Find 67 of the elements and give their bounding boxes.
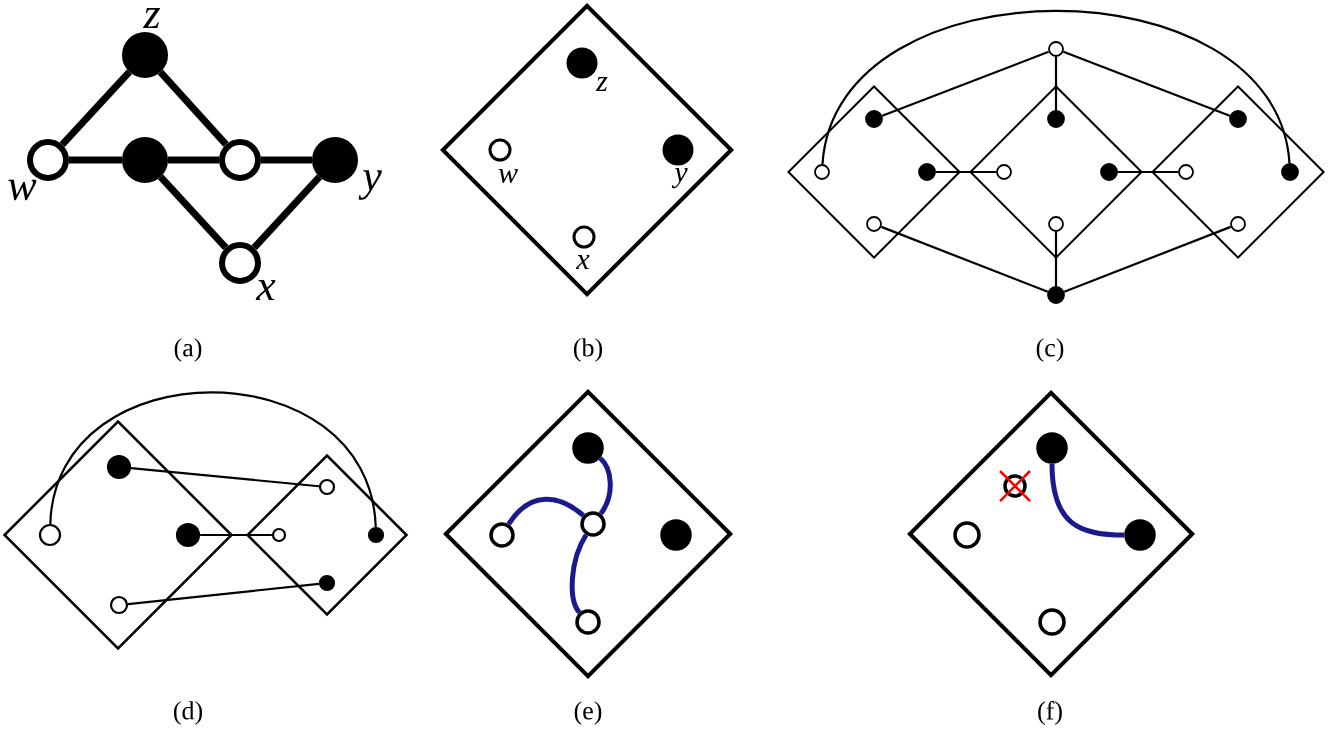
edge-line: [157, 69, 229, 147]
vertex-dot: [219, 139, 261, 181]
vertex-dot: [1229, 110, 1247, 128]
vertex-dot: [318, 574, 336, 592]
vertex-dot: [1124, 519, 1156, 551]
vertex-dot: [1038, 608, 1066, 636]
edge-line: [881, 50, 1050, 117]
edge-line: [200, 533, 272, 537]
vertex-dot: [1100, 163, 1118, 181]
edge-line: [1063, 50, 1231, 117]
edge-line: [59, 69, 132, 147]
edge-line: [1117, 170, 1179, 174]
curved-edge: [49, 391, 377, 528]
vertex-label: y: [671, 167, 688, 189]
curved-edge: [569, 533, 589, 614]
edge-line: [127, 582, 320, 606]
vertex-dot: [814, 164, 830, 180]
edge-line: [251, 174, 322, 250]
edge-line: [1054, 56, 1058, 111]
vertex-label: x: [255, 279, 276, 301]
vertex-dot: [660, 519, 692, 551]
curved-edge: [1049, 463, 1125, 538]
vertex-dot: [572, 432, 604, 464]
vertex-dot: [109, 595, 129, 615]
vertex-label: y: [358, 170, 382, 200]
vertex-dot: [580, 511, 606, 537]
vertex-dot: [106, 454, 132, 480]
vertex-dot: [953, 521, 981, 549]
vertex-dot: [918, 163, 936, 181]
vertex-label: x: [576, 255, 590, 269]
panel-label: (f): [1038, 701, 1062, 725]
vertex-dot: [367, 526, 385, 544]
edge-line: [130, 467, 320, 488]
vertex-label: z: [142, 7, 160, 29]
edge-line: [935, 170, 997, 174]
panel-label: (e): [574, 701, 602, 725]
edge-line: [158, 174, 229, 250]
vertex-dot: [1047, 110, 1065, 128]
vertex-dot: [1178, 164, 1194, 180]
panel-label: (a): [174, 338, 202, 362]
vertex-dot: [1230, 216, 1246, 232]
vertex-label: w: [8, 179, 37, 201]
vertex-dot: [1047, 286, 1065, 304]
vertex-dot: [38, 523, 62, 547]
panel-label: (b): [574, 338, 602, 362]
panel-label: (c): [1036, 338, 1064, 362]
vertex-dot: [866, 216, 882, 232]
curved-edge: [821, 10, 1291, 165]
vertex-dot: [1048, 216, 1064, 232]
vertex-dot: [865, 110, 883, 128]
vertex-dot: [318, 478, 336, 496]
vertex-dot: [575, 609, 601, 635]
vertex-dot: [1036, 432, 1068, 464]
vertex-dot: [996, 164, 1012, 180]
vertex-dot: [175, 522, 201, 548]
edge-line: [880, 225, 1049, 293]
edge-line: [1063, 225, 1232, 293]
edge-line: [1054, 231, 1058, 287]
curved-edge: [598, 456, 613, 516]
vertex-label: z: [595, 77, 608, 91]
vertex-dot: [489, 522, 515, 548]
vertex-label: w: [498, 168, 518, 184]
vertex-dot: [1048, 41, 1064, 57]
vertex-dot: [1281, 163, 1299, 181]
curved-edge: [506, 496, 585, 526]
panel-label: (d): [174, 701, 202, 725]
vertex-dot: [122, 137, 168, 183]
